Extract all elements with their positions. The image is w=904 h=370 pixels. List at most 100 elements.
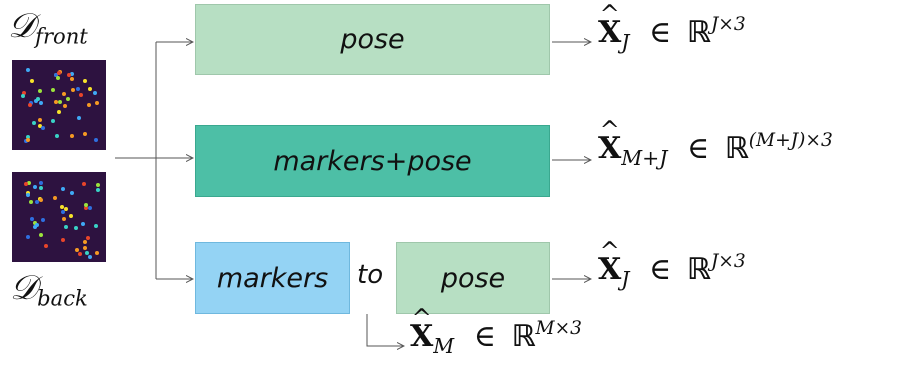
output-markers-var: ^X	[410, 304, 434, 355]
point-dot	[69, 190, 74, 195]
point-dot	[39, 186, 44, 191]
point-dot	[34, 222, 39, 227]
var-x: X	[598, 131, 622, 167]
output-top-formula: ^XJ ∈ ℝJ×3	[598, 0, 746, 55]
point-dot	[41, 218, 46, 222]
point-dot	[76, 86, 80, 91]
var-x: X	[598, 15, 622, 51]
point-dot	[81, 181, 86, 186]
point-dot	[26, 67, 31, 72]
subscript: M+J	[621, 146, 668, 171]
output-bottom-formula: ^XJ ∈ ℝJ×3	[598, 237, 746, 292]
back-symbol: 𝒟	[10, 268, 38, 308]
point-dot	[87, 102, 92, 107]
point-dot	[61, 209, 66, 214]
point-dot	[25, 192, 30, 197]
hat-mark: ^	[599, 0, 620, 29]
point-dot	[61, 237, 66, 242]
pose-bottom-label: pose	[440, 262, 506, 294]
point-dot	[51, 88, 56, 93]
element-of: ∈	[649, 15, 672, 51]
hat-mark: ^	[411, 304, 432, 333]
hat-mark: ^	[599, 116, 620, 145]
real-set: ℝ	[724, 131, 749, 167]
point-dot	[39, 181, 43, 186]
point-dot	[30, 217, 35, 222]
point-dot	[76, 115, 81, 120]
element-of: ∈	[473, 319, 496, 355]
real-set: ℝ	[511, 319, 536, 355]
var-x: X	[410, 319, 434, 355]
output-middle-formula: ^XM+J ∈ ℝ(M+J)×3	[598, 116, 833, 171]
point-dot	[85, 236, 90, 241]
point-dot	[78, 93, 83, 98]
output-top-var: ^X	[598, 0, 622, 51]
point-dot	[87, 255, 92, 260]
point-dot	[69, 214, 74, 219]
superscript: J×3	[710, 14, 746, 35]
point-dot	[60, 204, 65, 209]
point-dot	[70, 133, 75, 138]
point-dot	[37, 118, 42, 123]
point-dot	[69, 76, 74, 81]
point-dot	[77, 252, 82, 257]
var-x: X	[598, 252, 622, 288]
point-dot	[65, 97, 70, 102]
point-dot	[37, 89, 42, 94]
point-dot	[53, 73, 58, 77]
point-dot	[95, 182, 100, 187]
output-middle-var: ^X	[598, 116, 622, 167]
subscript: J	[621, 30, 630, 55]
element-of: ∈	[649, 252, 672, 288]
point-dot	[54, 134, 59, 138]
point-dot	[23, 139, 28, 144]
point-dot	[70, 72, 74, 76]
point-dot	[27, 180, 32, 185]
point-dot	[61, 91, 66, 96]
point-dot	[93, 138, 98, 143]
point-dot	[40, 125, 45, 130]
point-dot	[88, 86, 93, 91]
front-symbol: 𝒟	[8, 6, 36, 46]
point-dot	[51, 119, 56, 124]
markers-pose-box: markers+pose	[195, 125, 550, 197]
point-dot	[93, 224, 98, 229]
to-connector-label: to	[357, 260, 384, 290]
point-dot	[23, 181, 28, 186]
point-dot	[54, 100, 59, 105]
front-subscript: front	[35, 23, 88, 49]
point-dot	[34, 200, 39, 205]
point-dot	[83, 131, 88, 136]
output-markers-formula: ^XM ∈ ℝM×3	[410, 304, 582, 358]
point-dot	[30, 78, 35, 83]
subscript: J	[621, 267, 630, 292]
superscript: M×3	[535, 318, 582, 339]
point-dot	[38, 124, 42, 128]
back-depth-thumbnail	[12, 172, 106, 262]
point-dot	[61, 186, 66, 191]
element-of: ∈	[686, 131, 710, 167]
point-dot	[32, 224, 37, 229]
point-dot	[26, 138, 31, 143]
markers-pose-label: markers+pose	[273, 145, 472, 177]
real-set: ℝ	[686, 252, 711, 288]
point-dot	[38, 100, 43, 105]
real-set: ℝ	[686, 15, 711, 51]
point-dot	[20, 94, 25, 99]
point-dot	[83, 202, 88, 207]
point-dot	[57, 100, 62, 105]
pose-top-label: pose	[340, 24, 405, 55]
front-input-label: 𝒟front	[8, 6, 88, 48]
point-dot	[82, 245, 87, 250]
superscript: (M+J)×3	[748, 130, 833, 151]
back-subscript: back	[37, 285, 88, 311]
point-dot	[36, 96, 41, 101]
point-dot	[29, 100, 34, 105]
point-dot	[61, 216, 66, 221]
pose-top-box: pose	[195, 4, 550, 75]
point-dot	[64, 206, 69, 211]
point-dot	[87, 206, 92, 211]
point-dot	[38, 197, 43, 202]
point-dot	[95, 188, 100, 193]
back-input-label: 𝒟back	[10, 268, 88, 310]
